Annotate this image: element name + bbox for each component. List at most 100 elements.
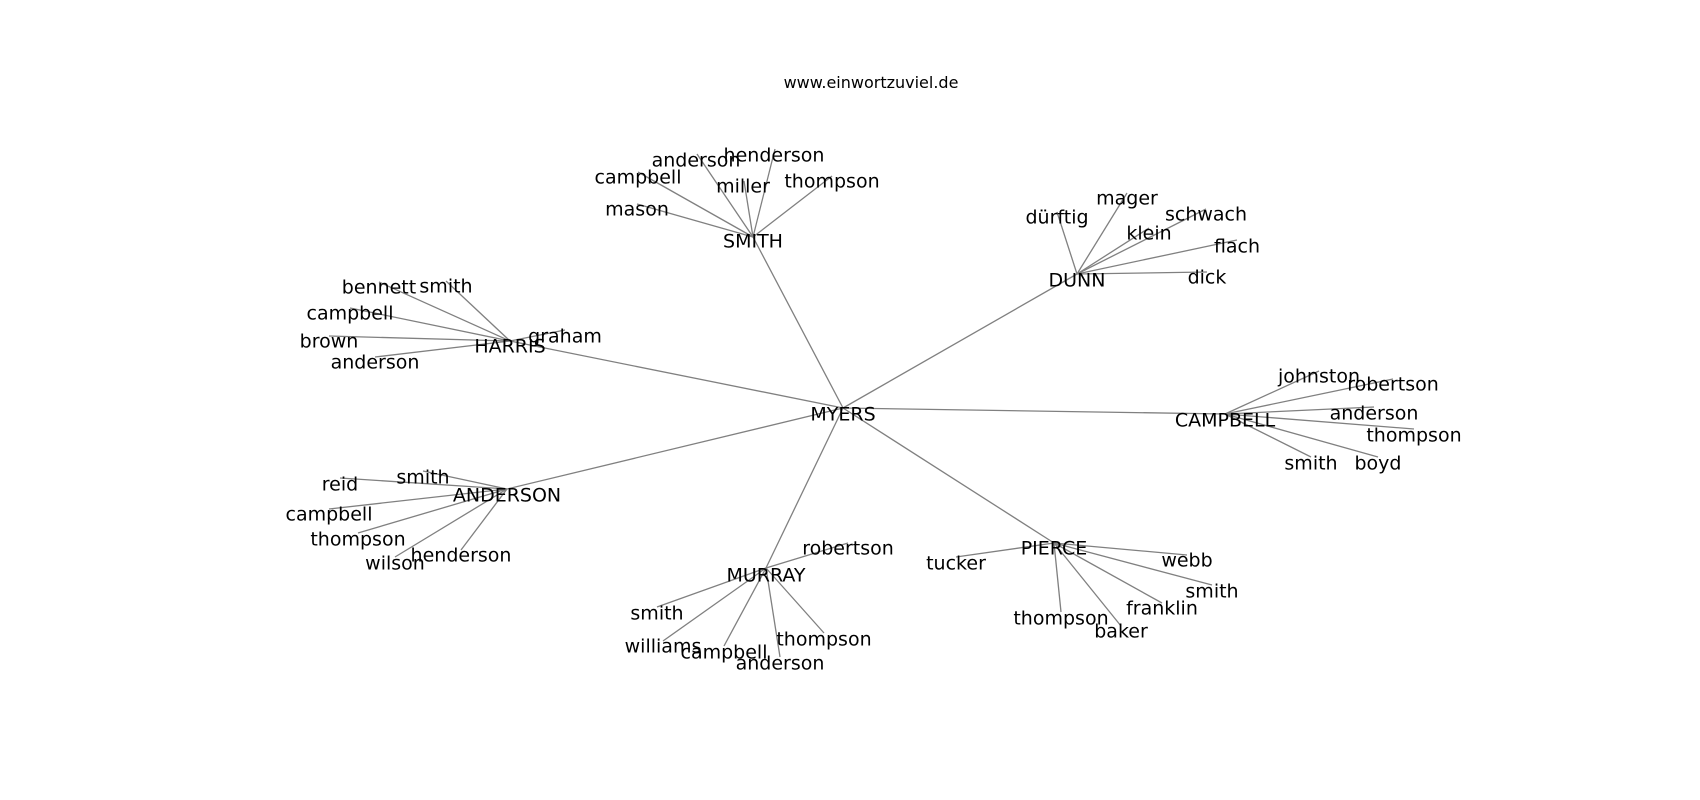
- leaf-node-label: smith: [1185, 581, 1238, 603]
- hub-node-label: CAMPBELL: [1175, 410, 1276, 432]
- edge-hub-leaf: [1224, 413, 1312, 458]
- edge-hub-leaf: [339, 477, 508, 490]
- edge-center-hub: [765, 407, 844, 569]
- leaf-node-label: tucker: [926, 553, 986, 575]
- leaf-node-label: robertson: [1347, 374, 1439, 396]
- edge-hub-leaf: [1076, 208, 1207, 275]
- edge-center-hub: [842, 407, 1055, 544]
- leaf-node-label: schwach: [1165, 204, 1247, 226]
- edge-hub-leaf: [656, 567, 767, 608]
- leaf-node-label: henderson: [724, 145, 825, 167]
- hub-node-label: MURRAY: [726, 565, 805, 587]
- leaf-node-label: dürftig: [1025, 207, 1088, 229]
- edge-hub-leaf: [636, 203, 754, 238]
- edge-hub-leaf: [460, 488, 508, 551]
- leaf-node-label: smith: [630, 603, 683, 625]
- leaf-node-label: henderson: [411, 545, 512, 567]
- edge-hub-leaf: [1076, 227, 1150, 275]
- edge-hub-leaf: [696, 153, 754, 238]
- edge-hub-leaf: [1056, 211, 1078, 275]
- leaf-node-label: klein: [1126, 223, 1171, 245]
- leaf-node-label: brown: [300, 331, 359, 353]
- edge-hub-leaf: [662, 567, 767, 642]
- leaf-node-label: johnston: [1277, 366, 1360, 388]
- edge-hub-leaf: [349, 307, 511, 342]
- hub-node-label: HARRIS: [474, 336, 545, 358]
- edge-hub-leaf: [752, 148, 776, 238]
- leaf-node-label: thompson: [784, 171, 879, 193]
- edge-hub-leaf: [422, 470, 508, 490]
- edge-hub-leaf: [1224, 413, 1415, 430]
- leaf-node-label: baker: [1094, 621, 1148, 643]
- edge-hub-leaf: [509, 329, 566, 342]
- edge-hub-leaf: [378, 281, 511, 342]
- leaf-node-label: smith: [1284, 453, 1337, 475]
- edge-center-hub: [506, 407, 844, 490]
- leaf-node-label: thompson: [1013, 608, 1108, 630]
- edge-hub-leaf: [1076, 192, 1128, 275]
- leaf-node-label: williams: [625, 636, 702, 658]
- edge-center-hub: [842, 273, 1078, 409]
- leaf-node-label: reid: [322, 474, 358, 496]
- leaf-node-label: webb: [1161, 550, 1212, 572]
- leaf-node-label: campbell: [307, 303, 394, 325]
- hub-node-label: SMITH: [723, 231, 783, 253]
- edge-center-hub: [509, 340, 844, 409]
- edge-hub-leaf: [394, 488, 508, 558]
- leaf-node-label: graham: [528, 326, 602, 348]
- leaf-node-label: campbell: [595, 167, 682, 189]
- hub-node-label: PIERCE: [1021, 538, 1088, 560]
- edge-hub-leaf: [1053, 542, 1122, 627]
- edge-center-hub: [752, 236, 844, 409]
- hub-node-label: DUNN: [1049, 270, 1106, 292]
- edge-hub-leaf: [445, 280, 511, 342]
- edge-hub-leaf: [1224, 413, 1379, 458]
- leaf-node-label: thompson: [310, 529, 405, 551]
- hub-node-label: ANDERSON: [453, 485, 561, 507]
- leaf-node-label: campbell: [286, 504, 373, 526]
- leaf-node-label: robertson: [802, 538, 894, 560]
- edges-layer: [328, 148, 1415, 658]
- edge-hub-leaf: [1224, 406, 1375, 415]
- leaf-node-label: miller: [716, 176, 770, 198]
- leaf-node-label: smith: [419, 276, 472, 298]
- edge-hub-leaf: [1076, 271, 1208, 275]
- leaf-node-label: mager: [1096, 188, 1158, 210]
- edge-hub-leaf: [743, 180, 754, 238]
- edge-hub-leaf: [955, 542, 1055, 558]
- edge-hub-leaf: [752, 175, 833, 238]
- edge-hub-leaf: [765, 567, 781, 658]
- leaf-node-label: anderson: [331, 352, 420, 374]
- leaf-node-label: thompson: [776, 629, 871, 651]
- leaf-node-label: mason: [605, 199, 669, 221]
- edge-hub-leaf: [328, 335, 511, 342]
- leaf-node-label: thompson: [1366, 425, 1461, 447]
- leaf-node-label: anderson: [652, 150, 741, 172]
- watermark-text: www.einwortzuviel.de: [784, 73, 959, 92]
- edge-hub-leaf: [723, 567, 767, 647]
- leaf-node-label: wilson: [365, 553, 425, 575]
- edge-hub-leaf: [328, 488, 508, 510]
- leaf-node-label: boyd: [1355, 453, 1402, 475]
- edge-hub-leaf: [1076, 239, 1238, 275]
- edge-hub-leaf: [637, 171, 754, 238]
- leaf-node-label: dick: [1188, 267, 1227, 289]
- leaf-node-label: campbell: [681, 642, 768, 664]
- leaf-node-label: flach: [1214, 236, 1260, 258]
- leaf-node-label: bennett: [342, 277, 416, 299]
- edge-hub-leaf: [1224, 378, 1394, 415]
- edge-hub-leaf: [765, 567, 825, 634]
- edge-hub-leaf: [1053, 542, 1163, 604]
- edge-hub-leaf: [1053, 542, 1213, 586]
- edge-hub-leaf: [357, 488, 508, 534]
- edge-hub-leaf: [1053, 542, 1188, 556]
- leaf-node-label: franklin: [1126, 598, 1198, 620]
- leaf-node-label: anderson: [1330, 403, 1419, 425]
- edge-center-hub: [842, 407, 1226, 415]
- edge-hub-leaf: [1224, 370, 1320, 415]
- center-node-label: MYERS: [810, 404, 875, 426]
- edge-hub-leaf: [374, 340, 511, 358]
- leaf-node-label: smith: [396, 467, 449, 489]
